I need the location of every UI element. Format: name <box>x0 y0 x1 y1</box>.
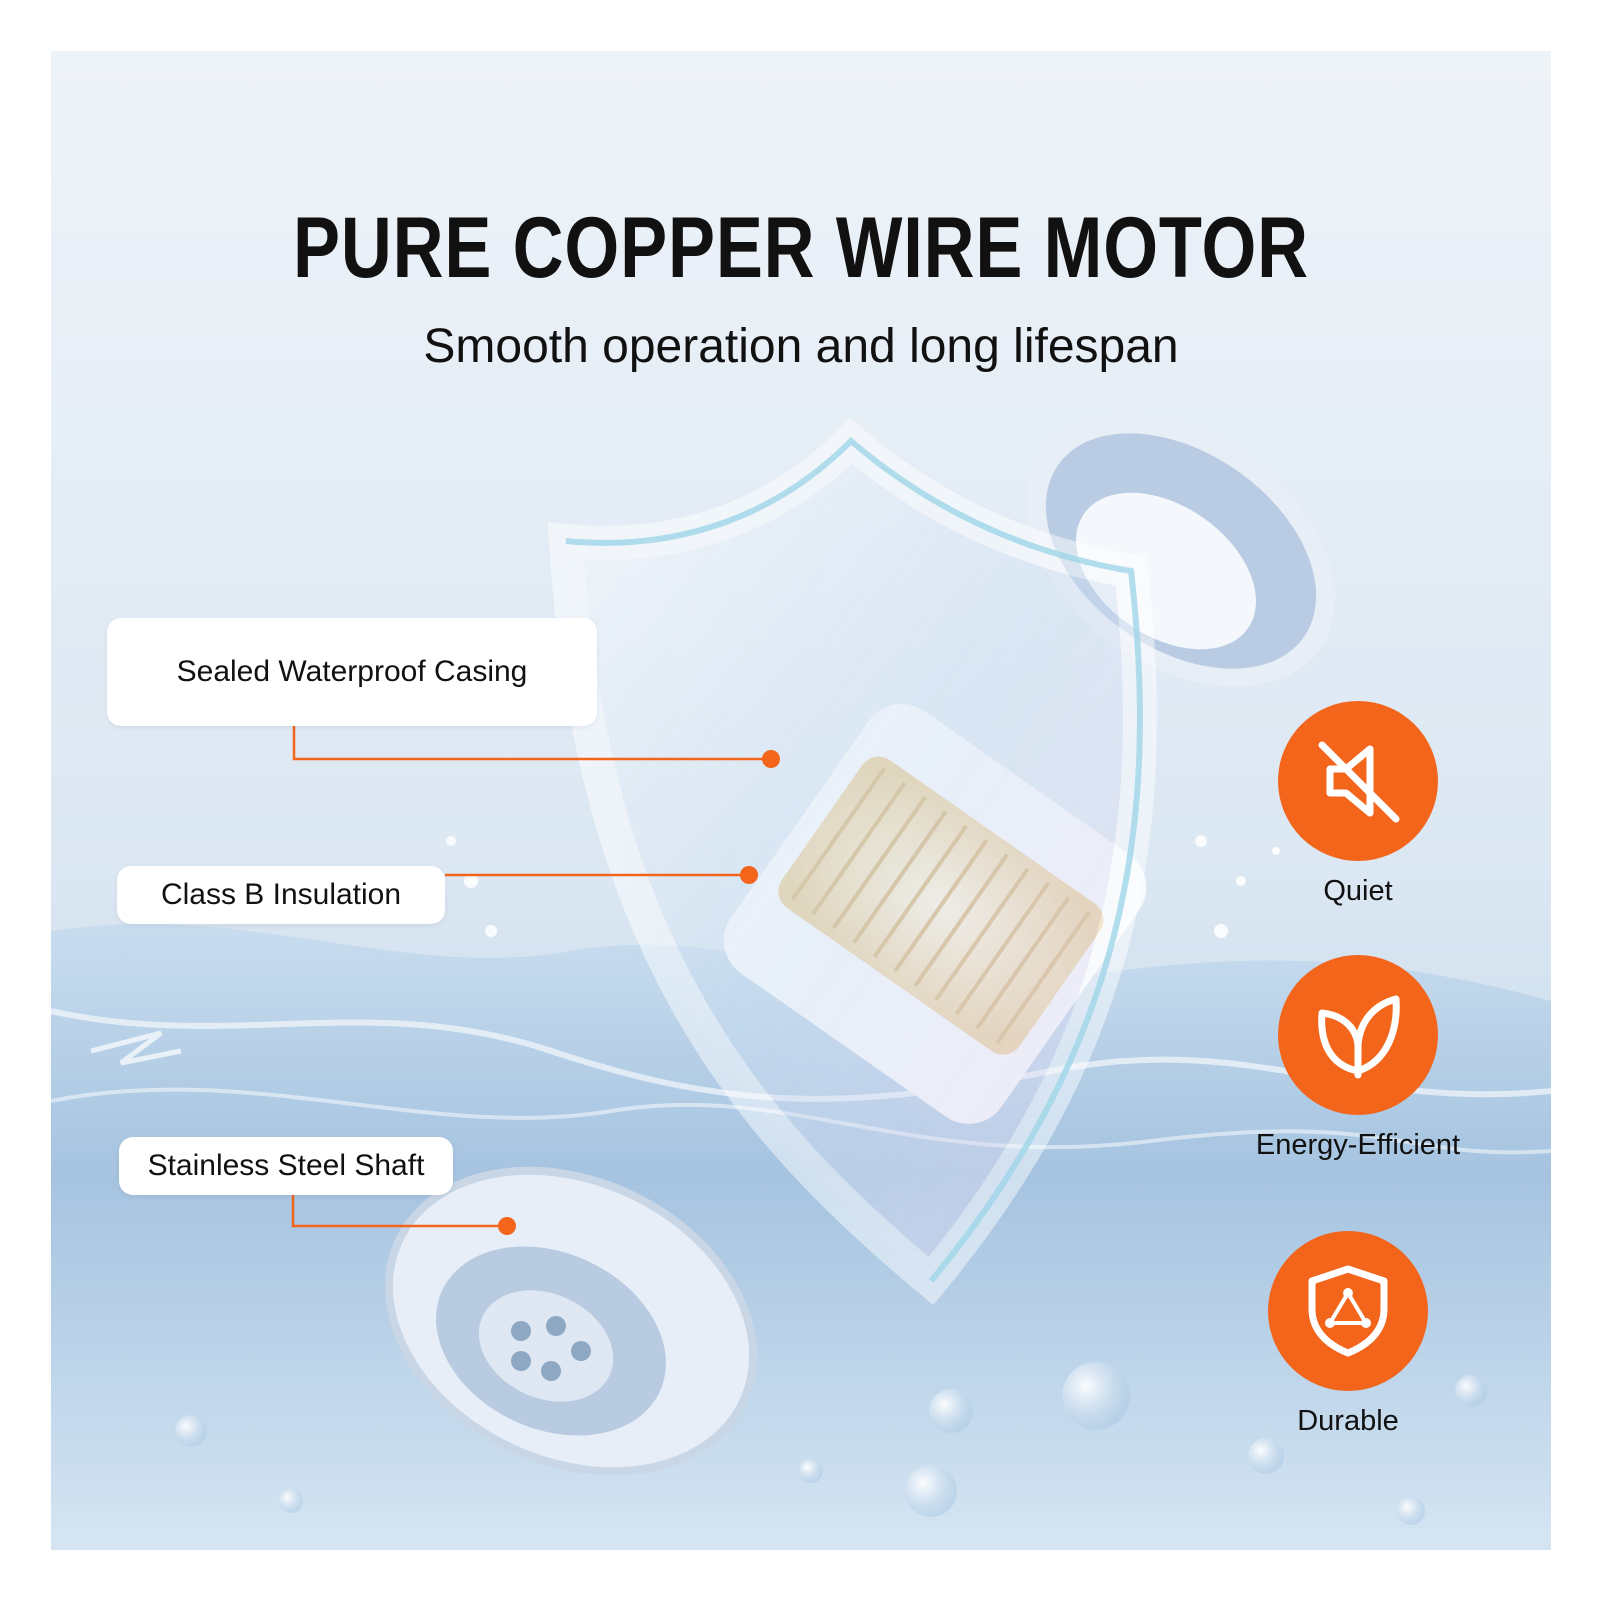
product-image: PURE COPPER WIRE MOTOR Smooth operation … <box>51 51 1551 1550</box>
feature-quiet: Quiet <box>1228 701 1488 908</box>
feature-label: Durable <box>1297 1405 1399 1437</box>
feature-label: Quiet <box>1323 875 1393 907</box>
leaf-icon <box>1278 955 1438 1115</box>
feature-label: Energy-Efficient <box>1255 1129 1461 1161</box>
callout-stainless-steel-shaft: Stainless Steel Shaft <box>119 1137 453 1195</box>
feature-energy-efficient: Energy-Efficient <box>1228 955 1488 1162</box>
shield-icon <box>1268 1231 1428 1391</box>
page-subtitle: Smooth operation and long lifespan <box>423 320 1179 373</box>
feature-durable: Durable <box>1218 1231 1478 1438</box>
motor-water-illustration <box>51 415 1551 1550</box>
mute-speaker-icon <box>1278 701 1438 861</box>
callout-class-b-insulation: Class B Insulation <box>117 866 445 924</box>
page-title: PURE COPPER WIRE MOTOR <box>293 200 1309 296</box>
callout-sealed-waterproof-casing: Sealed Waterproof Casing <box>107 618 597 726</box>
